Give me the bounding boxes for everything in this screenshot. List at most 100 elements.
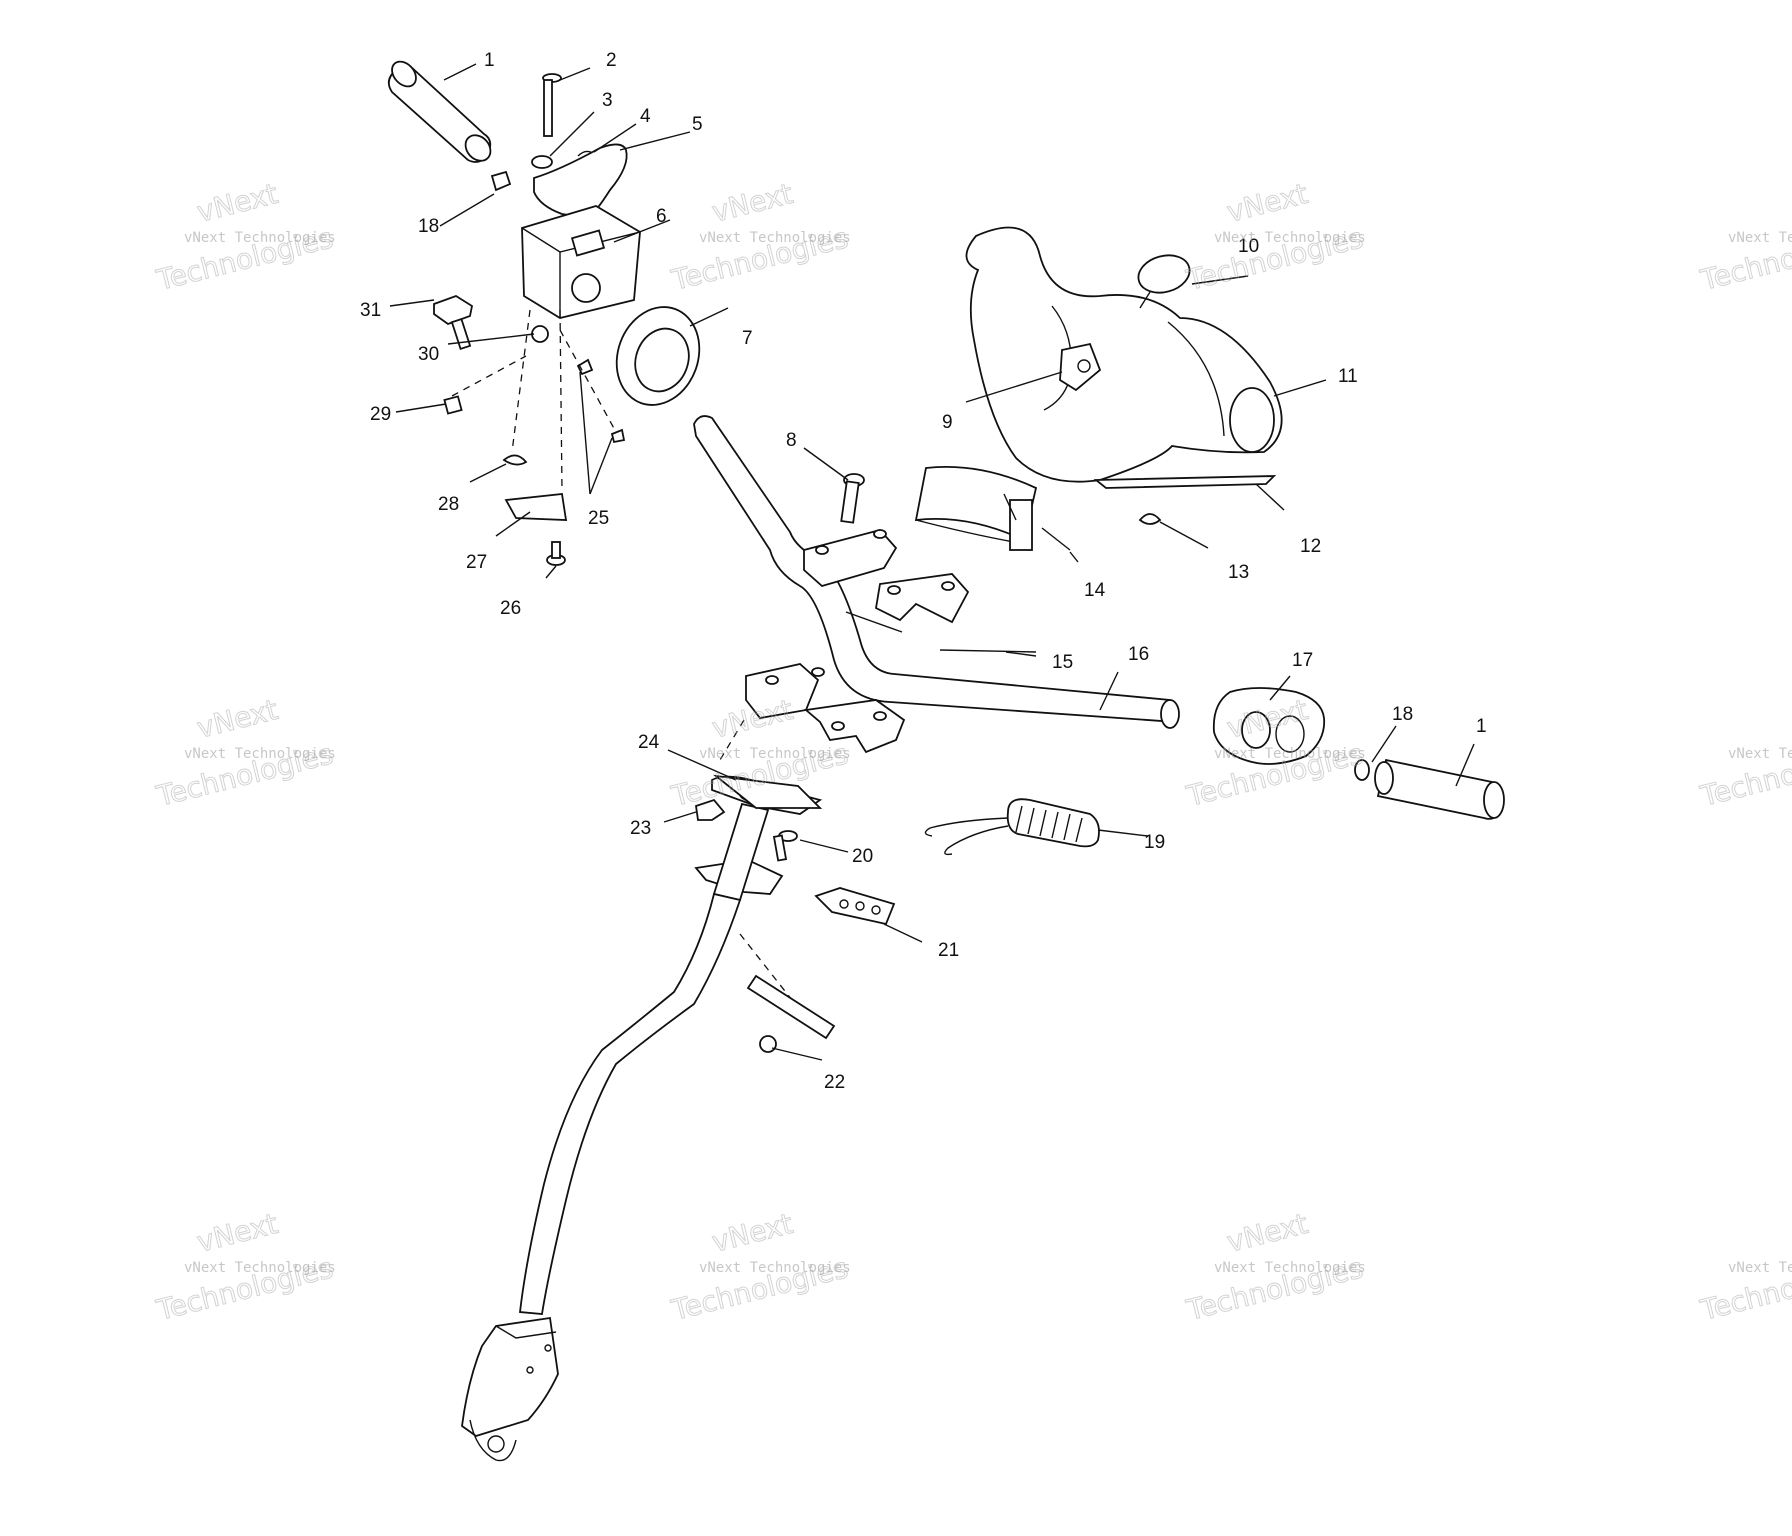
- pin-part-2: [542, 73, 562, 137]
- svg-text:vNext Technologies: vNext Technologies: [699, 1260, 851, 1276]
- label-part-25: 25: [588, 508, 609, 529]
- screw-part-20: [772, 830, 798, 862]
- label-part-16: 16: [1128, 644, 1149, 665]
- label-part-9: 9: [942, 412, 953, 433]
- svg-text:vNext Technologies: vNext Technologies: [1728, 230, 1792, 246]
- label-part-10: 10: [1238, 236, 1259, 257]
- svg-text:vNext Technologies: vNext Technologies: [184, 230, 336, 246]
- svg-text:vNext Technologies: vNext Technologies: [1214, 230, 1366, 246]
- svg-text:vNext Technologies: vNext Technologies: [1728, 746, 1792, 762]
- bracket-part-14: [914, 465, 1079, 563]
- label-part-29: 29: [370, 404, 391, 425]
- svg-text:vNext Technologies: vNext Technologies: [699, 230, 851, 246]
- block-part-31: [433, 295, 474, 350]
- svg-text:vNext: vNext: [194, 693, 281, 745]
- grip-left: [387, 60, 492, 163]
- nut-part-23: [695, 798, 726, 821]
- label-part-23: 23: [630, 818, 651, 839]
- plug-part-30: [531, 325, 549, 343]
- label-part-2: 2: [606, 50, 617, 71]
- label-part-7: 7: [742, 328, 753, 349]
- pad-part-11: [965, 226, 1283, 483]
- label-part-13: 13: [1228, 562, 1249, 583]
- svg-text:vNext: vNext: [194, 1207, 281, 1259]
- svg-text:vNext: vNext: [709, 177, 796, 229]
- svg-text:vNext: vNext: [1224, 1207, 1311, 1259]
- steering-post: [461, 775, 823, 1462]
- watermark: vNext Technologies vNext Technologies: [152, 1206, 336, 1327]
- part-number-labels: 1 2 3 4 5 6 7 8 9 10 11 12 13 14 15 16 1…: [360, 50, 1487, 1093]
- label-part-12: 12: [1300, 536, 1321, 557]
- label-part-6: 6: [656, 206, 667, 227]
- tube-part-22: [746, 974, 836, 1053]
- watermark: vNext Technologies vNext Technologies: [152, 692, 336, 813]
- label-part-8: 8: [786, 430, 797, 451]
- washer-part-3: [531, 155, 553, 169]
- upper-clamp-part-15: [803, 528, 970, 624]
- handlebar-end-part-16: [1160, 699, 1180, 729]
- label-part-28: 28: [438, 494, 459, 515]
- bushing-part-18-right: [1354, 759, 1370, 781]
- svg-text:vNext Technologies: vNext Technologies: [184, 746, 336, 762]
- label-part-30: 30: [418, 344, 439, 365]
- watermark: vNext Technologies vNext Technologies: [667, 1206, 851, 1327]
- svg-text:vNext: vNext: [709, 1207, 796, 1259]
- label-part-15: 15: [1052, 652, 1073, 673]
- lower-clamp-part-15: [745, 611, 1037, 754]
- label-part-24: 24: [638, 732, 660, 753]
- watermark: vNext Technologies vNext Technologies: [1182, 1206, 1366, 1327]
- screw-part-26: [546, 541, 566, 566]
- watermark: Technologies vNext Technologies: [1696, 221, 1792, 298]
- svg-text:vNext Technologies: vNext Technologies: [1728, 1260, 1792, 1276]
- svg-text:vNext Technologies: vNext Technologies: [1214, 746, 1366, 762]
- label-part-14: 14: [1084, 580, 1106, 601]
- label-part-27: 27: [466, 552, 487, 573]
- watermark: vNext Technologies vNext Technologies: [667, 176, 851, 297]
- label-part-26: 26: [500, 598, 521, 619]
- strip-part-12: [1093, 475, 1277, 489]
- ring-part-7: [615, 306, 701, 406]
- svg-text:vNext Technologies: vNext Technologies: [184, 1260, 336, 1276]
- label-part-1-left: 1: [484, 50, 495, 71]
- watermark: vNext Technologies vNext Technologies: [1182, 692, 1366, 813]
- bolt-part-8: [840, 473, 865, 524]
- plate-part-21: [814, 887, 896, 926]
- label-part-31: 31: [360, 300, 381, 321]
- label-part-19: 19: [1144, 832, 1165, 853]
- watermark: vNext Technologies vNext Technologies: [152, 176, 336, 297]
- watermarks: vNext Technologies vNext Technologies vN…: [152, 176, 1792, 1328]
- label-part-1-right: 1: [1476, 716, 1487, 737]
- assembly-dashed-lines: [451, 309, 793, 1001]
- watermark: Technologies vNext Technologies: [1696, 737, 1792, 814]
- grip-right: [1374, 758, 1505, 820]
- throttle-housing-part-6: [521, 205, 641, 319]
- watermark: Technologies vNext Technologies: [1696, 1251, 1792, 1328]
- plate-part-27: [504, 493, 568, 521]
- svg-text:vNext: vNext: [1224, 177, 1311, 229]
- heater-coil-part-19: [924, 798, 1100, 856]
- bushing-part-18-left: [490, 170, 512, 192]
- clip-part-28: [502, 454, 528, 466]
- label-part-18-left: 18: [418, 216, 439, 237]
- label-part-22: 22: [824, 1072, 845, 1093]
- oval-part-10: [1137, 254, 1191, 294]
- label-part-18-right: 18: [1392, 704, 1413, 725]
- switch-housing-part-17: [1212, 687, 1326, 765]
- label-part-3: 3: [602, 90, 613, 111]
- label-part-5: 5: [692, 114, 703, 135]
- throttle-lever-part-5: [533, 143, 628, 219]
- svg-text:vNext Technologies: vNext Technologies: [1214, 1260, 1366, 1276]
- plate-part-24: [712, 774, 823, 809]
- label-part-21: 21: [938, 940, 959, 961]
- svg-text:vNext Technologies: vNext Technologies: [699, 746, 851, 762]
- label-part-20: 20: [852, 846, 873, 867]
- label-part-11: 11: [1338, 366, 1358, 387]
- plug-part-13: [1138, 513, 1162, 525]
- watermark: vNext Technologies vNext Technologies: [1182, 176, 1366, 297]
- label-part-17: 17: [1292, 650, 1313, 671]
- leader-lines: [389, 63, 1475, 1061]
- svg-text:vNext: vNext: [194, 177, 281, 229]
- label-part-4: 4: [640, 106, 651, 127]
- nut-part-29: [443, 395, 463, 415]
